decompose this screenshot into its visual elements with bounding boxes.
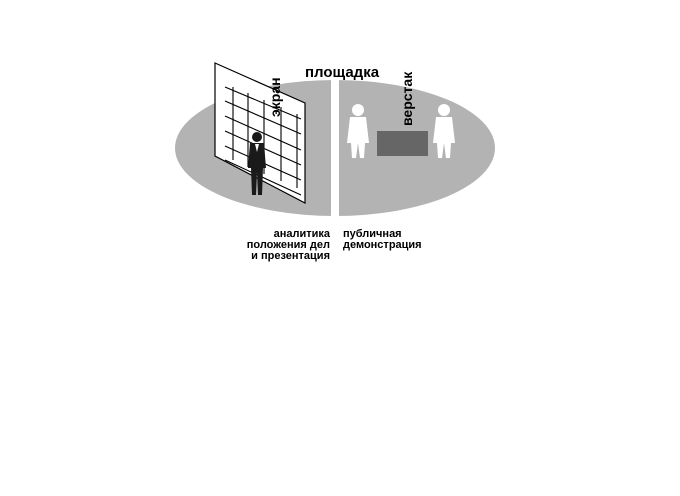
workbench-label: верстак	[399, 71, 415, 126]
presenter-figure	[248, 132, 266, 195]
right-caption: публичная демонстрация	[343, 228, 422, 251]
left-caption: аналитика положения дел и презентация	[247, 228, 331, 262]
workbench-table	[377, 131, 428, 156]
left-caption-line: и презентация	[251, 250, 330, 262]
platform-divider	[331, 74, 339, 224]
right-caption-line: демонстрация	[343, 239, 422, 251]
right-caption-line: публичная	[343, 228, 402, 240]
platform-title: площадка	[305, 64, 380, 81]
screen-label: экран	[267, 77, 283, 117]
person-figure-left	[347, 104, 369, 158]
left-caption-line: аналитика	[274, 228, 331, 240]
person-figure-right	[433, 104, 455, 158]
left-caption-line: положения дел	[247, 239, 330, 251]
